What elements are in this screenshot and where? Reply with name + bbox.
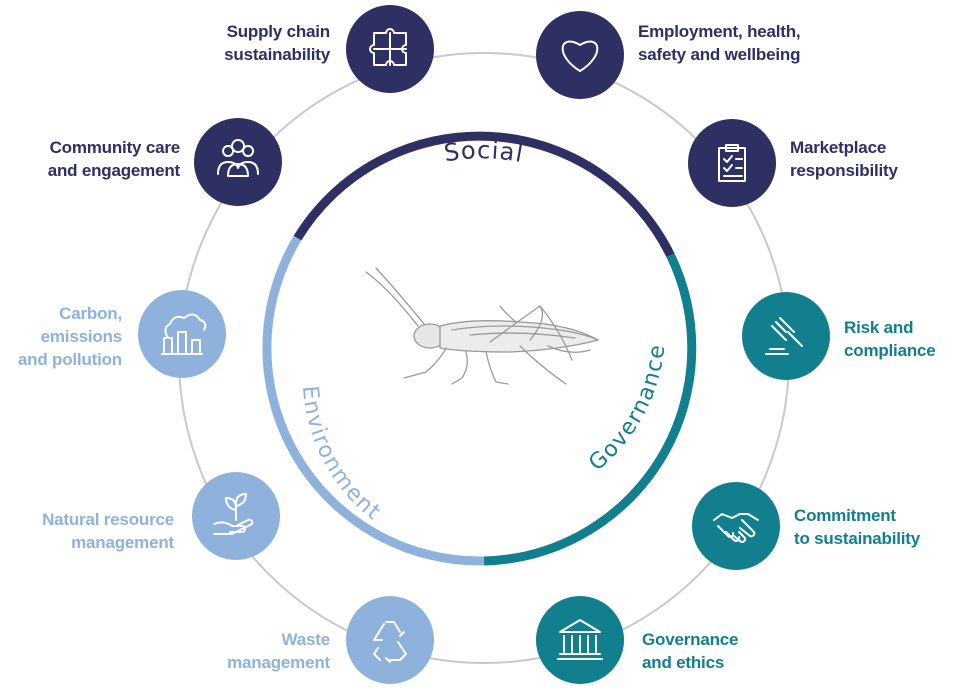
social-arc bbox=[293, 131, 675, 258]
label-line: management bbox=[71, 533, 174, 552]
label-supply-chain: Supply chain sustainability bbox=[224, 20, 330, 66]
environment-arc bbox=[262, 235, 485, 566]
label-marketplace: Marketplace responsibility bbox=[790, 136, 898, 182]
label-line: Risk and bbox=[844, 318, 914, 337]
label-line: to sustainability bbox=[794, 529, 921, 548]
topic-circle bbox=[742, 292, 830, 380]
label-line: Waste bbox=[281, 630, 331, 649]
label-commitment: Commitment to sustainability bbox=[794, 504, 920, 550]
social-arc-label: Social bbox=[442, 136, 526, 168]
label-risk: Risk and compliance bbox=[844, 316, 936, 362]
label-line: Marketplace bbox=[790, 138, 887, 157]
topic-circle bbox=[346, 596, 434, 684]
topic-node-marketplace[interactable] bbox=[688, 119, 776, 207]
topic-node-supply-chain[interactable] bbox=[346, 5, 434, 93]
clipboard-checklist-icon bbox=[718, 144, 746, 182]
people-group-icon bbox=[217, 139, 259, 177]
label-line: and engagement bbox=[47, 161, 180, 180]
label-community: Community care and engagement bbox=[48, 136, 180, 182]
gavel-icon bbox=[765, 317, 803, 355]
label-line: Natural resource bbox=[42, 510, 174, 529]
topic-node-employment[interactable] bbox=[536, 11, 624, 99]
topic-node-commitment[interactable] bbox=[692, 482, 780, 570]
label-line: Community care bbox=[49, 138, 181, 157]
topic-circle bbox=[536, 11, 624, 99]
label-line: and ethics bbox=[642, 653, 725, 672]
label-line: Commitment bbox=[794, 506, 896, 525]
label-line: Carbon, bbox=[59, 304, 122, 323]
topic-node-risk[interactable] bbox=[742, 292, 830, 380]
topic-node-carbon[interactable] bbox=[138, 290, 226, 378]
factory-smoke-icon bbox=[161, 313, 207, 355]
recycle-icon bbox=[373, 621, 407, 663]
label-governance-ethics: Governance and ethics bbox=[642, 628, 738, 674]
courthouse-icon bbox=[557, 619, 603, 660]
label-line: sustainability bbox=[224, 45, 330, 64]
topic-circle bbox=[138, 290, 226, 378]
heart-icon bbox=[561, 40, 599, 72]
label-employment: Employment, health, safety and wellbeing bbox=[638, 20, 801, 66]
label-line: responsibility bbox=[790, 161, 898, 180]
label-line: and pollution bbox=[17, 350, 122, 369]
label-line: emissions bbox=[40, 327, 123, 346]
topic-circle bbox=[688, 119, 776, 207]
puzzle-icon bbox=[369, 28, 407, 66]
label-carbon: Carbon, emissions and pollution bbox=[18, 302, 122, 371]
label-line: management bbox=[227, 653, 330, 672]
topic-node-governance-ethics[interactable] bbox=[536, 596, 624, 684]
topic-circle bbox=[194, 118, 282, 206]
label-line: Employment, health, bbox=[638, 22, 801, 41]
topic-node-community[interactable] bbox=[194, 118, 282, 206]
topic-node-natural-resource[interactable] bbox=[192, 472, 280, 560]
label-waste: Waste management bbox=[227, 628, 330, 674]
label-natural-resource: Natural resource management bbox=[42, 508, 174, 554]
plant-in-hand-icon bbox=[213, 493, 254, 535]
label-line: Supply chain bbox=[226, 22, 331, 41]
topic-node-waste[interactable] bbox=[346, 596, 434, 684]
label-line: safety and wellbeing bbox=[638, 45, 801, 64]
governance-arc bbox=[483, 253, 697, 566]
handshake-icon bbox=[713, 513, 759, 543]
topic-circle bbox=[692, 482, 780, 570]
label-line: compliance bbox=[844, 341, 936, 360]
label-line: Governance bbox=[642, 630, 739, 649]
grasshopper-illustration bbox=[365, 267, 599, 385]
